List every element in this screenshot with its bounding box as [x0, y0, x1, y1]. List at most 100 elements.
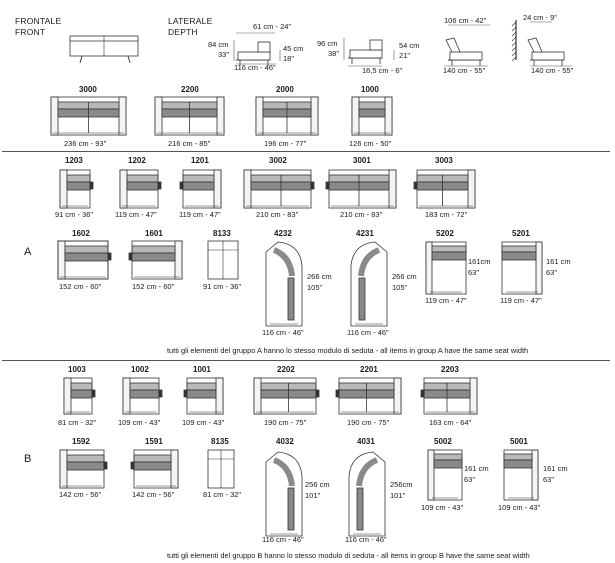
- module-dim: 109 cm - 43": [421, 503, 464, 512]
- sofa-arm: [243, 169, 252, 209]
- profile-seat: [531, 51, 565, 61]
- module-side-cm: 256 cm: [305, 480, 330, 489]
- module-dim: 109 cm - 43": [118, 418, 161, 427]
- sofa-seat-band: [64, 252, 109, 262]
- module-side-cm: 161 cm: [543, 464, 568, 473]
- module-code: 1203: [65, 156, 83, 165]
- module-code: 8135: [211, 437, 229, 446]
- sofa-seat-band: [131, 252, 176, 262]
- wall-hatch: [511, 26, 517, 32]
- module-dim: 190 cm - 75": [264, 418, 307, 427]
- sofa-seat-band: [186, 389, 217, 399]
- module-code: 4031: [357, 437, 375, 446]
- profile-back: [257, 41, 271, 53]
- end-cap: [89, 181, 94, 190]
- end-cap: [335, 389, 340, 398]
- sofa-arm: [174, 240, 183, 280]
- module-dim: 116 cm - 46": [262, 535, 304, 544]
- module-code: 1602: [72, 229, 90, 238]
- profile-2-bottom: 16,5 cm - 6": [362, 66, 403, 75]
- group-a-note: tutti gli elementi del gruppo A hanno lo…: [167, 346, 529, 355]
- end-cap: [103, 461, 108, 470]
- profile-back: [369, 39, 383, 51]
- sofa-arm: [215, 377, 224, 415]
- corner-seat-band: [356, 487, 364, 531]
- profile-3-top: 106 cm - 42": [444, 16, 487, 25]
- sofa-arm: [59, 449, 68, 489]
- module-dim: 119 cm - 47": [425, 296, 467, 305]
- sofa-backrest: [66, 174, 91, 183]
- corner-seat-band: [287, 487, 295, 531]
- end-cap: [130, 461, 135, 470]
- module-code: 4032: [276, 437, 294, 446]
- profile-1-bottom: 116 cm - 46": [234, 63, 276, 72]
- side-label-en: DEPTH: [168, 27, 198, 37]
- module-dim: 119 cm - 47": [179, 210, 221, 219]
- sofa-backrest: [182, 174, 215, 183]
- module-dim: 142 cm - 56": [132, 490, 175, 499]
- sofa-backrest: [129, 382, 160, 391]
- corner-seat-band: [287, 277, 295, 321]
- profile-1-left-cm: 84 cm: [208, 40, 229, 49]
- module-dim: 91 cm - 36": [55, 210, 94, 219]
- end-cap: [157, 181, 162, 190]
- corner-seat-curve: [356, 457, 379, 487]
- sofa-arm: [384, 96, 393, 136]
- end-cap: [413, 181, 418, 190]
- wall-hatch: [511, 21, 517, 27]
- module-dim: 91 cm - 36": [203, 282, 242, 291]
- module-dim: 81 cm - 32": [58, 418, 97, 427]
- chaise-seat-band: [433, 459, 463, 469]
- profile-seat: [349, 49, 383, 59]
- chaise-backrest: [431, 245, 467, 253]
- module-code: 5001: [510, 437, 528, 446]
- sofa-arm: [255, 96, 264, 136]
- divider: [2, 151, 610, 152]
- module-code: 4231: [356, 229, 374, 238]
- profile-4-top: 24 cm - 9": [523, 13, 557, 22]
- chaise-backrest: [503, 453, 533, 461]
- module-dim: 109 cm - 43": [498, 503, 541, 512]
- profile-1-right-cm: 45 cm: [283, 44, 304, 53]
- group-b-note: tutti gli elementi del gruppo B hanno lo…: [167, 551, 530, 560]
- sofa-arm: [57, 240, 66, 280]
- sofa-arm: [216, 96, 225, 136]
- module-dim: 81 cm - 32": [203, 490, 242, 499]
- wall-hatch: [511, 31, 517, 37]
- end-cap: [310, 181, 315, 190]
- chaise-seat-band: [501, 251, 537, 261]
- module-side-cm: 161 cm: [546, 257, 571, 266]
- module-side-cm: 161cm: [468, 257, 491, 266]
- module-code: 8133: [213, 229, 231, 238]
- module-code: 1592: [72, 437, 90, 446]
- module-dim: 119 cm - 47": [500, 296, 542, 305]
- module-code: 3003: [435, 156, 453, 165]
- module-code: 5202: [436, 229, 454, 238]
- module-side-in: 63": [543, 475, 555, 484]
- sofa-dim: 236 cm - 93": [64, 139, 107, 148]
- module-dim: 116 cm - 46": [345, 535, 387, 544]
- divider: [2, 360, 610, 361]
- module-code: 1002: [131, 365, 149, 374]
- module-side-in: 63": [546, 268, 558, 277]
- module-dim: 116 cm - 46": [347, 328, 389, 337]
- profile-3-bottom: 140 cm - 55": [443, 66, 486, 75]
- chaise-arm: [535, 241, 543, 295]
- sofa-arm: [213, 169, 222, 209]
- profile-seat: [237, 51, 271, 61]
- sofa-arm: [393, 377, 402, 415]
- sofa-backrest: [126, 174, 159, 183]
- front-view-leg: [79, 55, 83, 64]
- module-side-in: 105": [307, 283, 323, 292]
- sofa-backrest: [64, 245, 109, 254]
- sofa-seat-band: [126, 181, 159, 191]
- corner-seat-curve: [358, 247, 381, 277]
- module-code: 4232: [274, 229, 292, 238]
- chaise-arm: [425, 241, 433, 295]
- module-dim: 190 cm - 75": [347, 418, 390, 427]
- sofa-arm: [122, 377, 131, 415]
- group-a-label: A: [24, 246, 32, 258]
- sofa-arm: [63, 377, 72, 415]
- sofa-code: 1000: [361, 85, 379, 94]
